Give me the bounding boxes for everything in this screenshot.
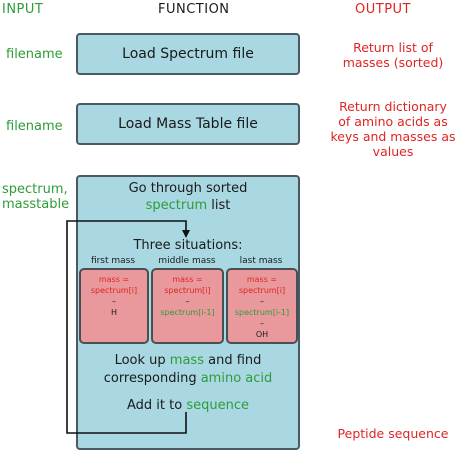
case-last-label: last mass [239, 256, 283, 266]
lookup-line2-b: amino acid [200, 371, 273, 386]
add-text-b: sequence [186, 398, 249, 413]
case-middle-card: mass = spectrum[i] – spectrum[i-1] [151, 268, 224, 344]
step3-output: Peptide sequence [337, 426, 449, 441]
step3-input-line2: masstable [2, 197, 70, 212]
header-input: INPUT [2, 2, 44, 17]
step1-output: Return list of masses (sorted) [318, 40, 468, 70]
loop-title-list: list [211, 198, 231, 213]
case-first-card: mass = spectrum[i] – H [79, 268, 149, 344]
lookup-text: Look up mass and find corresponding amin… [76, 352, 300, 388]
lookup-line2-a: corresponding [103, 371, 197, 386]
case-last-line1: mass = [246, 275, 278, 284]
case-first-line1: mass = [98, 275, 130, 284]
step1-output-line1: Return list of [353, 40, 433, 55]
step1-output-line2: masses (sorted) [342, 55, 444, 70]
loop-title-line2: spectrum list [76, 197, 300, 214]
lookup-line1-c: and find [208, 353, 262, 368]
load-mass-table-label: Load Mass Table file [118, 116, 258, 132]
load-spectrum-box: Load Spectrum file [76, 33, 300, 75]
lookup-line1-a: Look up [114, 353, 166, 368]
loop-title-line1: Go through sorted [128, 181, 248, 196]
case-last-card: mass = spectrum[i] – spectrum[i-1] – OH [226, 268, 298, 344]
loop-title: Go through sorted spectrum list [76, 180, 300, 214]
case-first-line2: spectrum[i] [90, 286, 138, 295]
case-middle-line4: spectrum[i-1] [160, 308, 215, 317]
load-spectrum-label: Load Spectrum file [122, 46, 254, 62]
step3-input: spectrum, masstable [2, 182, 69, 212]
step2-output: Return dictionary of amino acids as keys… [318, 99, 468, 159]
loop-arrow-line [66, 220, 187, 434]
case-last-line4: spectrum[i-1] [234, 308, 290, 317]
step3-input-line1: spectrum, [2, 182, 68, 197]
step2-output-line4: values [372, 144, 414, 159]
case-middle-line3: – [185, 297, 190, 306]
step2-output-line1: Return dictionary [339, 99, 447, 114]
add-text-a: Add it to [127, 398, 183, 413]
case-last-line2: spectrum[i] [238, 286, 286, 295]
step1-input: filename [6, 47, 63, 62]
header-function: FUNCTION [158, 2, 230, 17]
load-mass-table-box: Load Mass Table file [76, 103, 300, 145]
lookup-line2: corresponding amino acid [76, 370, 300, 388]
loop-arrow-head [182, 230, 190, 238]
lookup-line1: Look up mass and find [76, 352, 300, 370]
case-middle-label: middle mass [158, 256, 216, 266]
case-middle-line1: mass = [172, 275, 203, 284]
loop-title-spectrum: spectrum [145, 198, 208, 213]
step2-output-line3: keys and masses as [330, 129, 456, 144]
case-middle-line2: spectrum[i] [164, 286, 211, 295]
case-last-line3: – [260, 297, 264, 306]
add-text: Add it to sequence [76, 398, 300, 413]
step2-input: filename [6, 119, 63, 134]
lookup-line1-b: mass [169, 353, 204, 368]
case-first-label: first mass [90, 256, 136, 266]
case-last-line5: – [260, 319, 264, 328]
case-last-line6: OH [255, 330, 269, 339]
step2-output-line2: of amino acids as [338, 114, 448, 129]
case-first-line3: – [112, 297, 116, 306]
header-output: OUTPUT [355, 2, 411, 17]
situations-heading: Three situations: [133, 238, 243, 253]
case-first-line4: H [110, 308, 117, 317]
